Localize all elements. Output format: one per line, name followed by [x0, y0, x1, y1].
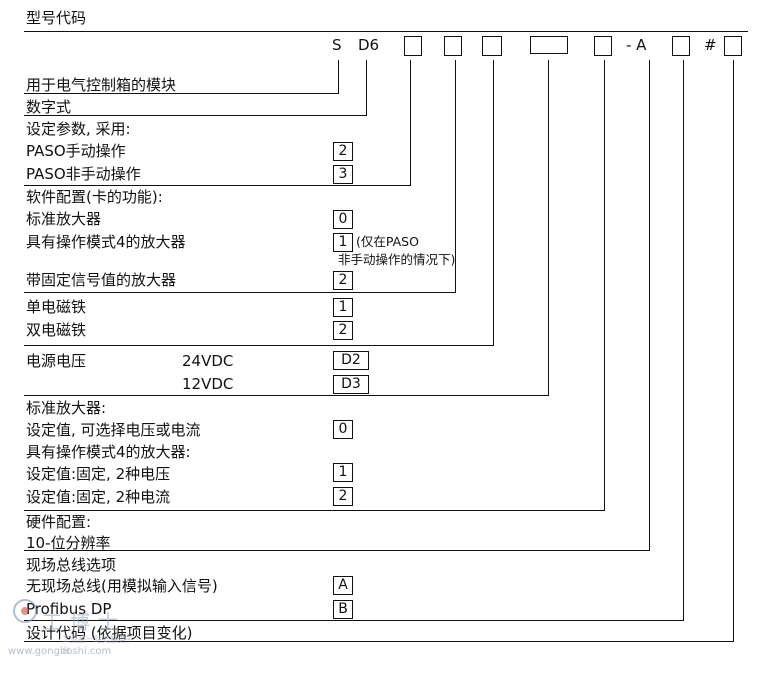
option-paso-non-manual: 3: [333, 165, 353, 184]
code-hash: #: [704, 36, 717, 54]
connector-voltage: [548, 60, 549, 395]
watermark-tagline: 工业品一站式服务平台: [62, 635, 134, 655]
watermark: 工博士 工业品一站式服务平台 www.gongboshi.com: [8, 596, 138, 658]
label-power-supply: 电源电压: [26, 352, 87, 370]
option-fixed-current: 2: [333, 487, 353, 506]
option-single-solenoid: 1: [333, 298, 353, 317]
label-std-amp-2: 标准放大器:: [26, 399, 107, 417]
connector-hardware: [649, 60, 650, 550]
code-slot-voltage: [530, 36, 568, 54]
label-profibus: Profibus DP: [26, 600, 112, 618]
rule-software: [24, 292, 456, 293]
watermark-logo-icon: [13, 599, 37, 623]
option-fixed-voltage: 1: [333, 463, 353, 482]
connector-d6: [366, 60, 367, 115]
rule-design: [24, 641, 734, 642]
code-slot-design: [724, 36, 742, 56]
option-12vdc: D3: [333, 375, 369, 394]
connector-s: [338, 60, 339, 93]
label-24vdc: 24VDC: [182, 352, 234, 370]
rule-solenoid: [24, 345, 494, 346]
connector-setting: [410, 60, 411, 185]
label-fixed-signal-amp: 带固定信号值的放大器: [26, 271, 177, 289]
rule-digital: [24, 115, 367, 116]
watermark-url: www.gongboshi.com: [8, 646, 112, 657]
option-no-fieldbus: A: [333, 576, 353, 595]
rule-hardware: [24, 550, 650, 551]
code-slot-setpoint: [594, 36, 612, 56]
connector-fieldbus: [683, 60, 684, 620]
code-slot-solenoid: [482, 36, 502, 56]
label-std-amp: 标准放大器: [26, 210, 102, 228]
label-resolution: 10-位分辨率: [26, 534, 111, 552]
note-mode4-line2: 非手动操作的情况下): [338, 252, 456, 267]
code-dash-a: - A: [626, 36, 647, 54]
label-mode4-amp: 具有操作模式4的放大器: [26, 233, 186, 251]
rule-setting: [24, 185, 411, 186]
label-fixed-voltage: 设定值:固定, 2种电压: [26, 465, 171, 483]
label-hardware-header: 硬件配置:: [26, 513, 92, 531]
option-fixed-signal-amp: 2: [333, 271, 353, 290]
label-paso-manual: PASO手动操作: [26, 142, 126, 160]
option-paso-manual: 2: [333, 142, 353, 161]
note-mode4-line1: (仅在PASO: [356, 234, 419, 249]
page-title: 型号代码: [26, 9, 87, 27]
label-module: 用于电气控制箱的模块: [26, 76, 177, 94]
label-setpoint-selectable: 设定值, 可选择电压或电流: [26, 421, 201, 439]
label-design-code: 设计代码 (依据项目变化): [26, 624, 193, 642]
option-setpoint-selectable: 0: [333, 420, 353, 439]
option-profibus: B: [333, 600, 353, 619]
title-rule: [24, 31, 748, 32]
label-paso-non-manual: PASO非手动操作: [26, 165, 141, 183]
code-s: S: [332, 36, 342, 54]
connector-solenoid: [493, 60, 494, 345]
label-12vdc: 12VDC: [182, 375, 234, 393]
connector-software: [455, 60, 456, 292]
rule-voltage: [24, 395, 549, 396]
option-mode4-amp: 1: [333, 233, 353, 252]
connector-setpoint: [604, 60, 605, 510]
option-std-amp: 0: [333, 210, 353, 229]
rule-setpoint: [24, 510, 605, 511]
code-slot-setting: [404, 36, 422, 56]
connector-design: [733, 60, 734, 641]
label-digital: 数字式: [26, 98, 72, 116]
code-slot-fieldbus: [672, 36, 690, 56]
code-d6: D6: [358, 36, 380, 54]
option-double-solenoid: 2: [333, 321, 353, 340]
label-double-solenoid: 双电磁铁: [26, 321, 87, 339]
rule-module: [24, 93, 339, 94]
label-mode4-amp-2: 具有操作模式4的放大器:: [26, 443, 191, 461]
label-no-fieldbus: 无现场总线(用模拟输入信号): [26, 577, 218, 595]
label-single-solenoid: 单电磁铁: [26, 298, 87, 316]
label-setting-header: 设定参数, 采用:: [26, 120, 131, 138]
code-slot-software: [444, 36, 462, 56]
watermark-brand: 工博士: [42, 610, 126, 634]
label-fieldbus-header: 现场总线选项: [26, 556, 117, 574]
label-software-header: 软件配置(卡的功能):: [26, 188, 163, 206]
option-24vdc: D2: [333, 351, 369, 370]
rule-fieldbus: [24, 620, 684, 621]
label-fixed-current: 设定值:固定, 2种电流: [26, 488, 171, 506]
